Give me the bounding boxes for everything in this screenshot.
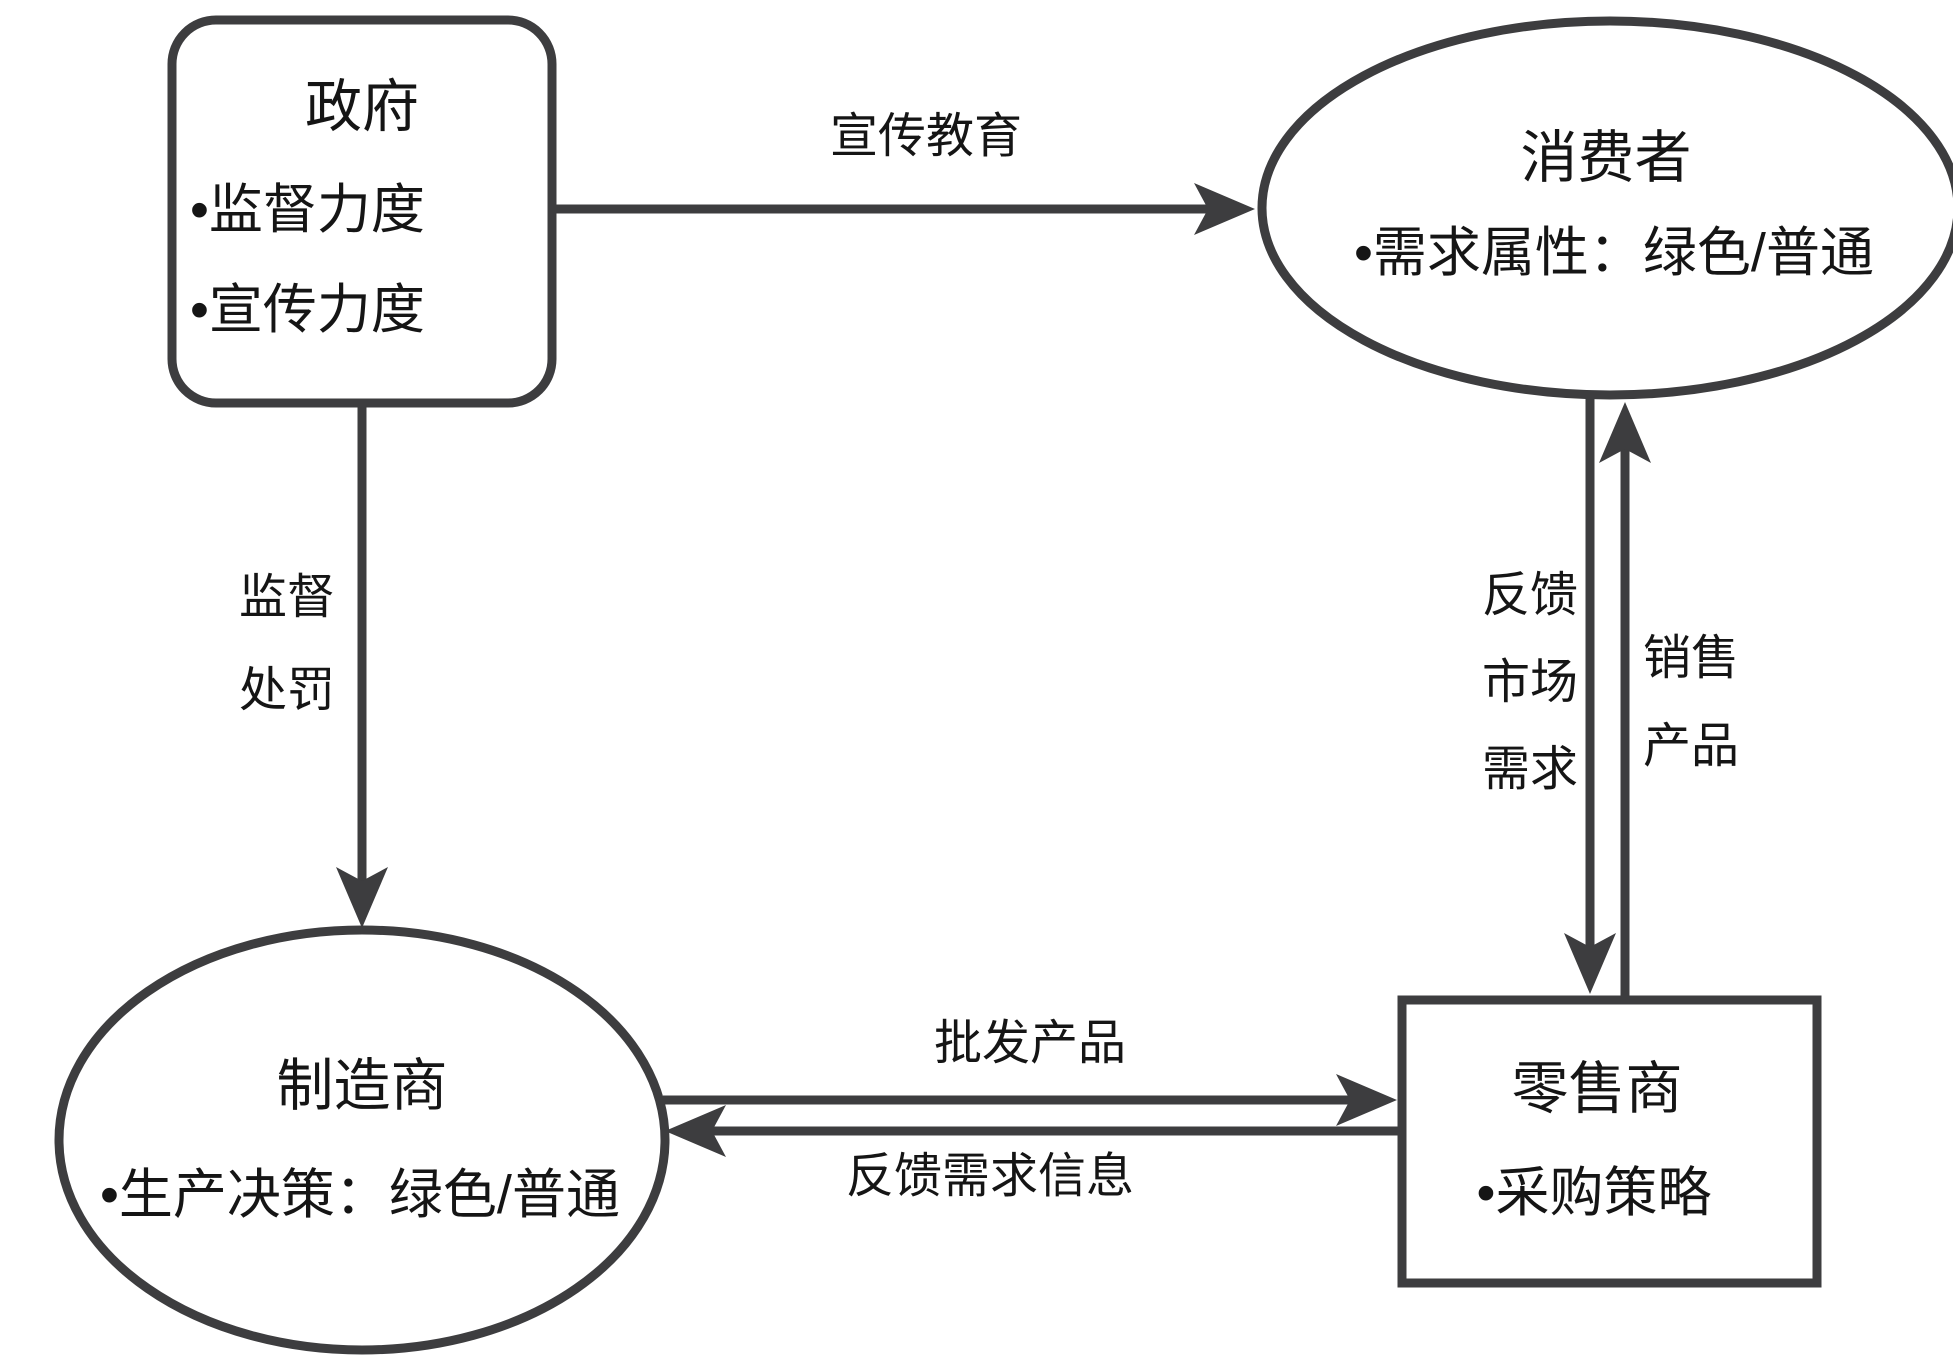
edge-retailer-to-manufacturer: 反馈需求信息 <box>665 1105 1402 1203</box>
arrowhead-left-icon <box>665 1105 726 1157</box>
arrowhead-right-icon <box>1336 1074 1397 1126</box>
arrowhead-right-icon <box>1194 183 1255 235</box>
edge-consumer-to-retailer: 反馈 市场 需求 <box>1482 394 1616 994</box>
edge-label-demand: 需求 <box>1482 743 1578 796</box>
edge-label-products: 产品 <box>1643 720 1739 773</box>
retailer-bullet-purchasing-strategy: •采购策略 <box>1477 1163 1712 1223</box>
arrowhead-up-icon <box>1599 402 1651 463</box>
edge-label-publicity-education: 宣传教育 <box>830 110 1022 163</box>
government-bullet-publicity: •宣传力度 <box>190 280 425 340</box>
edge-retailer-to-consumer: 销售 产品 <box>1599 402 1739 1000</box>
edge-label-market: 市场 <box>1482 656 1578 709</box>
manufacturer-bullet-production-decision: •生产决策：绿色/普通 <box>100 1165 620 1225</box>
manufacturer-node: 制造商 •生产决策：绿色/普通 <box>54 925 670 1355</box>
government-bullet-supervision: •监督力度 <box>190 180 425 240</box>
manufacturer-node-border <box>54 925 670 1355</box>
edge-label-wholesale-products: 批发产品 <box>934 1017 1126 1070</box>
arrowhead-down-icon <box>336 867 388 928</box>
government-node-title: 政府 <box>305 75 419 139</box>
edge-label-feedback: 反馈 <box>1482 569 1578 622</box>
consumer-node-border <box>1257 16 1953 400</box>
edge-label-feedback-demand-info: 反馈需求信息 <box>846 1150 1134 1203</box>
edge-government-to-consumer: 宣传教育 <box>552 110 1255 235</box>
retailer-node: 零售商 •采购策略 <box>1397 995 1822 1288</box>
consumer-node: 消费者 •需求属性：绿色/普通 <box>1257 16 1953 400</box>
consumer-bullet-demand-attribute: •需求属性：绿色/普通 <box>1354 223 1874 283</box>
government-node: 政府 •监督力度 •宣传力度 <box>167 15 557 408</box>
arrowhead-down-icon <box>1564 933 1616 994</box>
consumer-node-title: 消费者 <box>1521 126 1692 190</box>
manufacturer-node-title: 制造商 <box>277 1054 448 1118</box>
edge-manufacturer-to-retailer: 批发产品 <box>663 1017 1397 1126</box>
retailer-node-border <box>1397 995 1822 1288</box>
edge-label-supervision: 监督 <box>239 571 335 624</box>
retailer-node-title: 零售商 <box>1512 1057 1683 1121</box>
edge-label-sell: 销售 <box>1643 632 1739 685</box>
edge-government-to-manufacturer: 监督 处罚 <box>239 403 388 928</box>
edge-label-punishment: 处罚 <box>239 664 335 717</box>
